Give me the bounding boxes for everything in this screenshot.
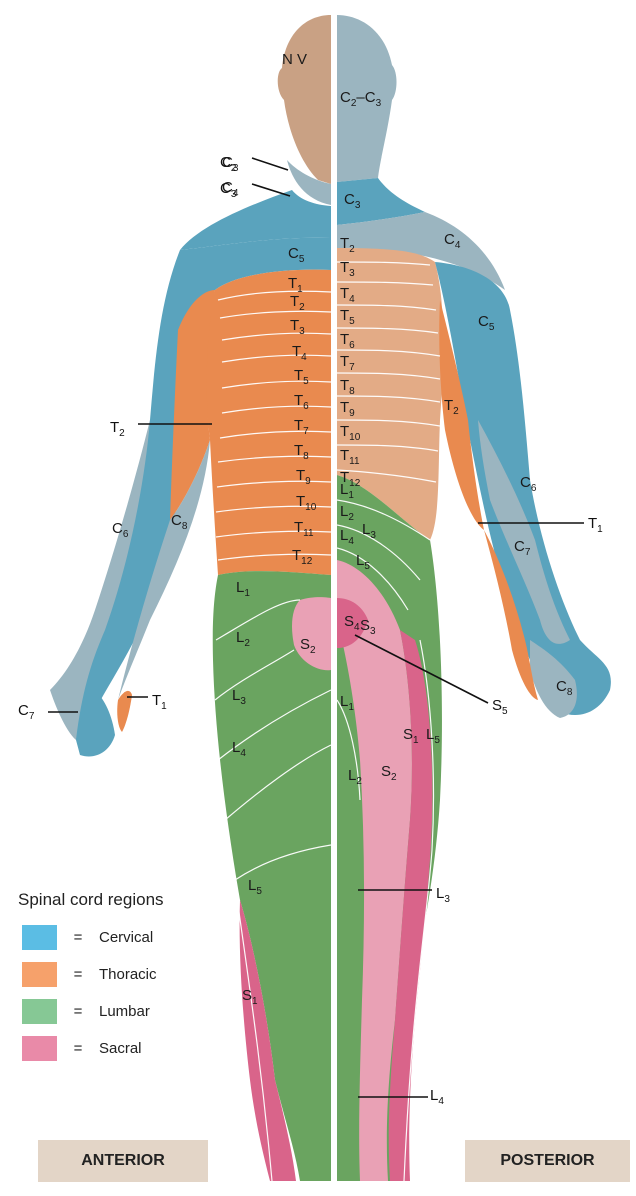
legend-equals: =: [57, 966, 99, 983]
segment-label: N V: [282, 51, 307, 68]
callout-label: S5: [492, 697, 508, 717]
legend-swatch-thoracic: [22, 962, 57, 987]
legend-item-thoracic: = Thoracic: [18, 959, 248, 989]
callout-label: C2: [220, 154, 237, 174]
legend-equals: =: [57, 1040, 99, 1057]
callout-label: L3: [436, 885, 450, 905]
legend-equals: =: [57, 1003, 99, 1020]
legend-swatch-cervical: [22, 925, 57, 950]
view-divider: [331, 0, 337, 1191]
callout-label: T1: [588, 515, 603, 535]
legend-item-cervical: = Cervical: [18, 922, 248, 952]
legend-equals: =: [57, 929, 99, 946]
legend: Spinal cord regions = Cervical = Thoraci…: [18, 890, 248, 1070]
callout-label: T2: [110, 419, 125, 439]
legend-item-lumbar: = Lumbar: [18, 996, 248, 1026]
legend-label-cervical: Cervical: [99, 929, 153, 946]
callout-label: L4: [430, 1087, 444, 1107]
legend-label-sacral: Sacral: [99, 1040, 142, 1057]
posterior-view: [337, 15, 611, 1181]
callout-leader-line: [252, 184, 290, 196]
legend-label-lumbar: Lumbar: [99, 1003, 150, 1020]
callout-label: C3: [220, 180, 237, 200]
callout-leader-line: [252, 158, 288, 170]
anterior-view-label: ANTERIOR: [38, 1140, 208, 1182]
legend-label-thoracic: Thoracic: [99, 966, 157, 983]
posterior-view-label: POSTERIOR: [465, 1140, 630, 1182]
legend-swatch-sacral: [22, 1036, 57, 1061]
legend-item-sacral: = Sacral: [18, 1033, 248, 1063]
callout-label: T1: [152, 692, 167, 712]
anterior-head: [278, 15, 331, 184]
legend-swatch-lumbar: [22, 999, 57, 1024]
callout-label: C7: [18, 702, 35, 722]
legend-title: Spinal cord regions: [18, 890, 248, 910]
